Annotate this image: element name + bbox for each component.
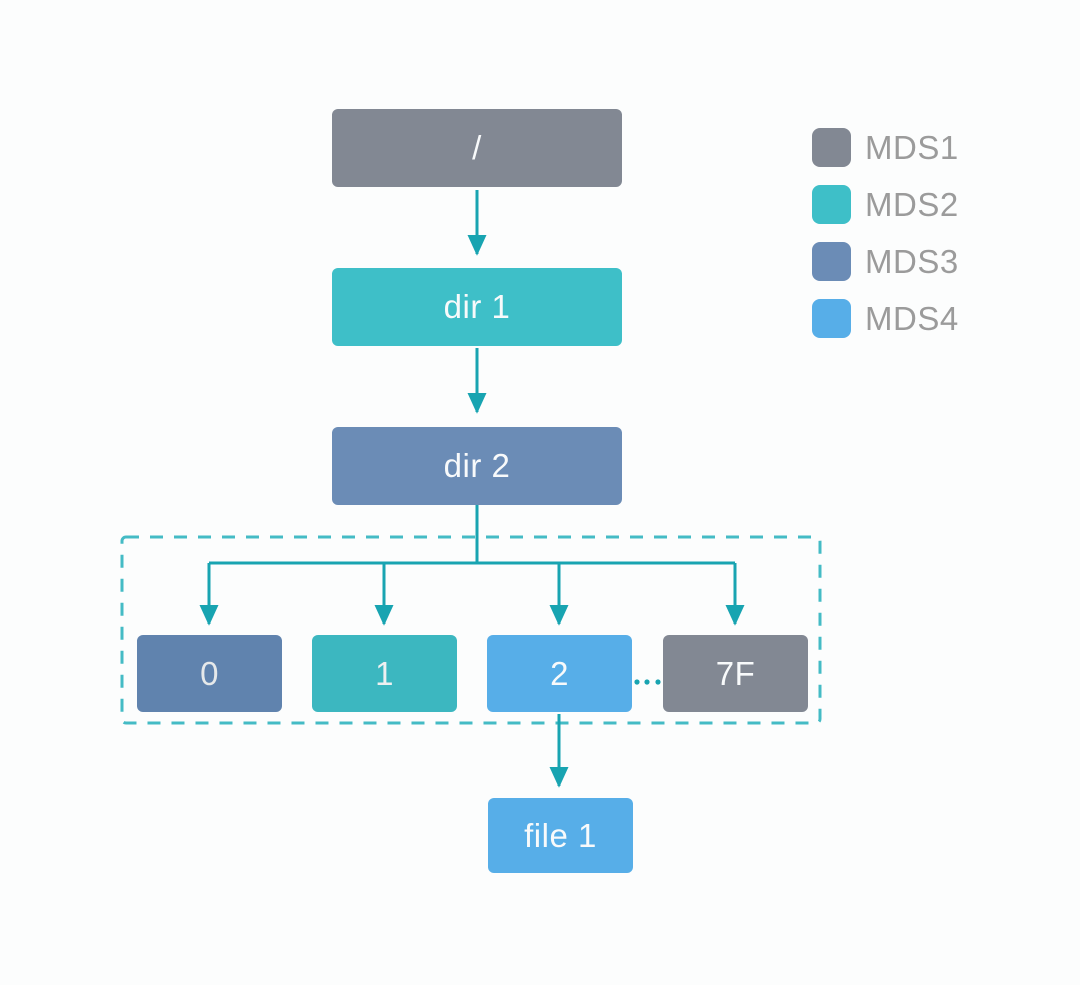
legend-label-mds2: MDS2	[865, 185, 959, 223]
node-fragment-1: 1	[312, 635, 457, 712]
node-fragment-7f: 7F	[663, 635, 808, 712]
node-fragment-0: 0	[137, 635, 282, 712]
node-dir2: dir 2	[332, 427, 622, 505]
node-fragment-2: 2	[487, 635, 632, 712]
ellipsis-dots-icon	[634, 679, 661, 685]
legend-swatch-mds3	[812, 242, 851, 281]
legend: MDS1 MDS2 MDS3 MDS4	[812, 128, 959, 338]
node-root: /	[332, 109, 622, 187]
legend-label-mds3: MDS3	[865, 242, 959, 280]
legend-item-mds1: MDS1	[812, 128, 959, 167]
legend-swatch-mds1	[812, 128, 851, 167]
legend-label-mds1: MDS1	[865, 128, 959, 166]
legend-swatch-mds4	[812, 299, 851, 338]
legend-item-mds3: MDS3	[812, 242, 959, 281]
node-dir1: dir 1	[332, 268, 622, 346]
legend-item-mds2: MDS2	[812, 185, 959, 224]
legend-label-mds4: MDS4	[865, 299, 959, 337]
node-file1: file 1	[488, 798, 633, 873]
legend-item-mds4: MDS4	[812, 299, 959, 338]
legend-swatch-mds2	[812, 185, 851, 224]
